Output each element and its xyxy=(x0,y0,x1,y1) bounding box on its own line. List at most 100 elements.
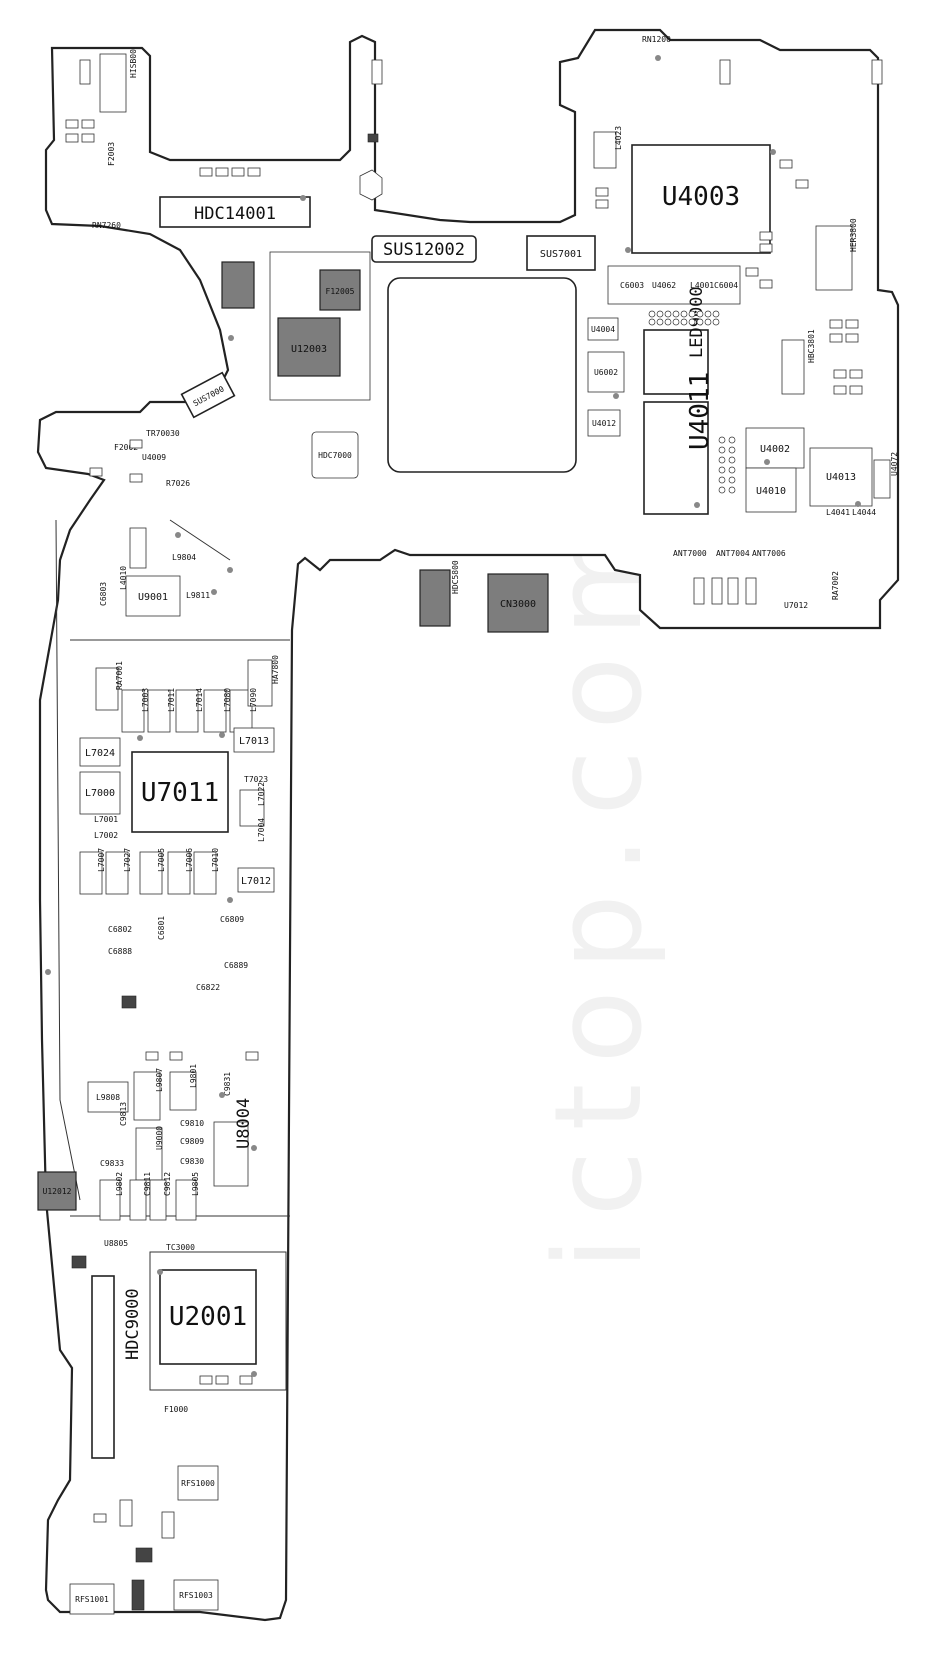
inductor-l9801 xyxy=(169,1071,197,1111)
sus7000 xyxy=(180,371,236,419)
connector-hdc5800 xyxy=(419,569,451,627)
label-c6803: C6803 xyxy=(99,582,108,606)
label-l7004: L7004 xyxy=(257,818,266,842)
label-c9810: C9810 xyxy=(180,1119,204,1128)
label-l7080: L7080 xyxy=(223,688,232,712)
label-c9813: C9813 xyxy=(119,1102,128,1126)
shield-sus12002 xyxy=(371,235,477,263)
label-t7023: T7023 xyxy=(244,775,268,784)
label-rn1200: RN1200 xyxy=(642,35,671,44)
label-ant7004: ANT7004 xyxy=(716,549,750,558)
label-f2002: F2002 xyxy=(114,443,138,452)
label-c6809: C6809 xyxy=(220,915,244,924)
pad-grid-led xyxy=(648,310,736,494)
connector-her3800 xyxy=(815,225,853,291)
label-u4009: U4009 xyxy=(142,453,166,462)
inductor-l7022 xyxy=(239,789,265,827)
label-l4044: L4044 xyxy=(852,508,876,517)
small-components xyxy=(65,59,883,1539)
led9000 xyxy=(643,329,709,395)
label-rfs1000: RFS1000 xyxy=(181,1479,215,1488)
chip-u4072 xyxy=(873,459,891,499)
label-u4003: U4003 xyxy=(662,182,740,212)
chip-u4010 xyxy=(745,467,797,513)
label-c9830: C9830 xyxy=(180,1157,204,1166)
label-l4023: L4023 xyxy=(614,126,623,150)
label-u4004: U4004 xyxy=(591,325,615,334)
label-ra7001: RA7001 xyxy=(115,661,124,690)
label-c9809: C9809 xyxy=(180,1137,204,1146)
label-c9812: C9812 xyxy=(163,1172,172,1196)
label-l7024: L7024 xyxy=(85,748,115,759)
label-hisb00: HISB00 xyxy=(129,49,138,78)
inductor-grid-top xyxy=(95,659,273,733)
label-ha7800: HA7800 xyxy=(271,655,280,684)
inductor-l7024 xyxy=(79,737,121,767)
l9800-block xyxy=(129,527,147,569)
label-sus12002: SUS12002 xyxy=(383,240,465,260)
chip-u12012 xyxy=(37,1171,77,1211)
label-u4002: U4002 xyxy=(760,444,790,455)
chip-u7011 xyxy=(131,751,229,833)
chip-u2001 xyxy=(159,1269,257,1365)
label-rfs1001: RFS1001 xyxy=(75,1595,109,1604)
chip-u4003 xyxy=(631,144,771,254)
label-u8004: U8004 xyxy=(234,1098,254,1149)
label-l9808: L9808 xyxy=(96,1093,120,1102)
label-l7010: L7010 xyxy=(211,848,220,872)
label-c6822: C6822 xyxy=(196,983,220,992)
watermark: ictop.com xyxy=(530,500,669,1270)
chip-u6002 xyxy=(587,351,625,393)
label-c9833: C9833 xyxy=(100,1159,124,1168)
label-l9811: L9811 xyxy=(186,591,210,600)
label-l7022: L7022 xyxy=(257,782,266,806)
label-l9801: L9801 xyxy=(189,1064,198,1088)
label-ant7000: ANT7000 xyxy=(673,549,707,558)
hisb00-block xyxy=(99,53,127,113)
label-hbc3801: HBC3801 xyxy=(807,329,816,363)
chip-u12003 xyxy=(277,317,341,377)
label-u8805: U8805 xyxy=(104,1239,128,1248)
label-u9001: U9001 xyxy=(138,592,168,603)
label-hdc7000: HDC7000 xyxy=(318,451,352,460)
u4062-group xyxy=(607,265,741,305)
chip-u4013 xyxy=(809,447,873,507)
inductor-row-bottom xyxy=(99,1179,197,1221)
label-l7000: L7000 xyxy=(85,788,115,799)
label-l7002: L7002 xyxy=(94,831,118,840)
label-c6801: C6801 xyxy=(157,916,166,940)
inductor-l7000 xyxy=(79,771,121,815)
label-c6888: C6888 xyxy=(108,947,132,956)
label-ant7006: ANT7006 xyxy=(752,549,786,558)
label-l7014: L7014 xyxy=(195,688,204,712)
label-c9831: C9831 xyxy=(223,1072,232,1096)
label-u4072: U4072 xyxy=(890,452,899,476)
label-tr70030: TR70030 xyxy=(146,429,180,438)
label-rfs1003: RFS1003 xyxy=(179,1591,213,1600)
label-u4010: U4010 xyxy=(756,486,786,497)
chip-u4002 xyxy=(745,427,805,469)
connector-hdc9000 xyxy=(91,1275,115,1459)
label-u6002: U6002 xyxy=(594,368,618,377)
inductor-l4023 xyxy=(593,131,617,169)
label-l9807: L9807 xyxy=(155,1068,164,1092)
label-c6889: C6889 xyxy=(224,961,248,970)
label-cn3000: CN3000 xyxy=(500,599,536,610)
label-hdc14001: HDC14001 xyxy=(194,204,276,224)
chip-u4011 xyxy=(643,401,709,515)
label-u12003: U12003 xyxy=(291,344,327,355)
label-sus7001: SUS7001 xyxy=(540,249,582,260)
label-l7090: L7090 xyxy=(249,688,258,712)
label-l7011: L7011 xyxy=(167,688,176,712)
label-u4013: U4013 xyxy=(826,472,856,483)
label-l7006: L7006 xyxy=(185,848,194,872)
connector-cn3000 xyxy=(487,573,549,633)
rfs1000 xyxy=(177,1465,219,1501)
inductor-grid-bottom xyxy=(79,851,217,895)
inductor-l9808 xyxy=(87,1081,129,1113)
inductor-l7013 xyxy=(233,727,275,753)
label-l9804: L9804 xyxy=(172,553,196,562)
label-l9805: L9805 xyxy=(191,1172,200,1196)
label-c9811: C9811 xyxy=(143,1172,152,1196)
